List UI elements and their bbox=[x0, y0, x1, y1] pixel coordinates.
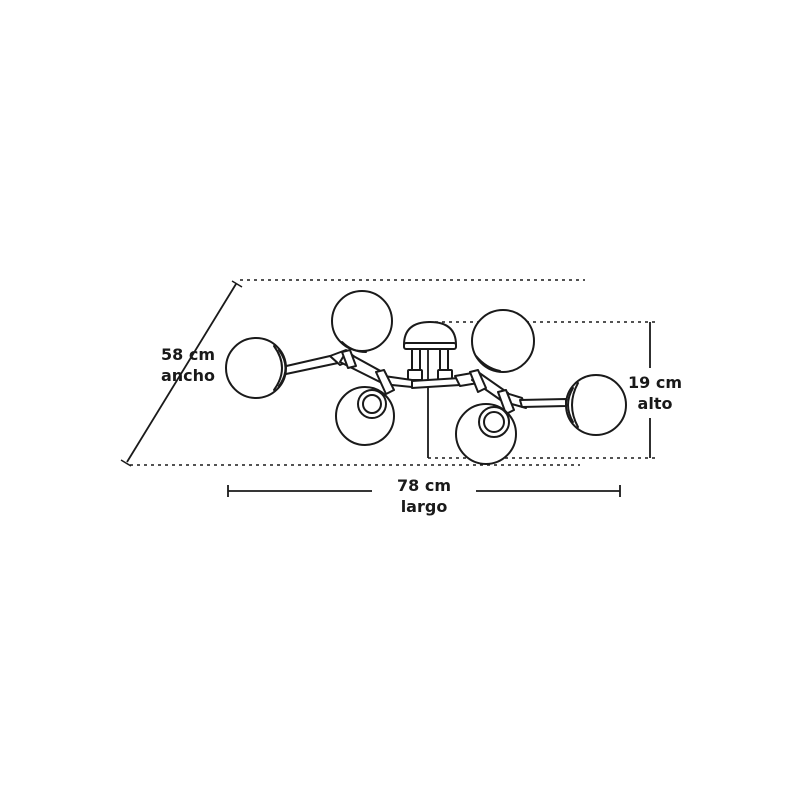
height-caption: alto bbox=[637, 394, 673, 413]
width-dimension-guides bbox=[120, 279, 585, 467]
globe-top-right bbox=[471, 309, 535, 373]
globe-right bbox=[565, 374, 627, 436]
width-dimension-label: 58 cm ancho bbox=[148, 344, 228, 386]
globe-left bbox=[225, 337, 287, 399]
length-caption: largo bbox=[400, 497, 448, 516]
ceiling-lamp bbox=[225, 290, 627, 465]
width-diagonal-cap-bottom bbox=[120, 459, 132, 467]
lamp-arms bbox=[281, 349, 567, 415]
length-value: 78 cm bbox=[397, 476, 451, 495]
lamp-globes bbox=[225, 290, 627, 465]
width-diagonal-arrow-line bbox=[126, 283, 237, 463]
height-dimension-guides bbox=[427, 321, 655, 459]
height-value: 19 cm bbox=[628, 373, 682, 392]
width-caption: ancho bbox=[160, 366, 216, 385]
width-diagonal-cap-top bbox=[231, 280, 243, 288]
height-dimension-label: 19 cm alto bbox=[615, 372, 695, 414]
ceiling-canopy bbox=[403, 321, 457, 381]
length-dimension-label: 78 cm largo bbox=[372, 475, 476, 517]
width-value: 58 cm bbox=[161, 345, 215, 364]
